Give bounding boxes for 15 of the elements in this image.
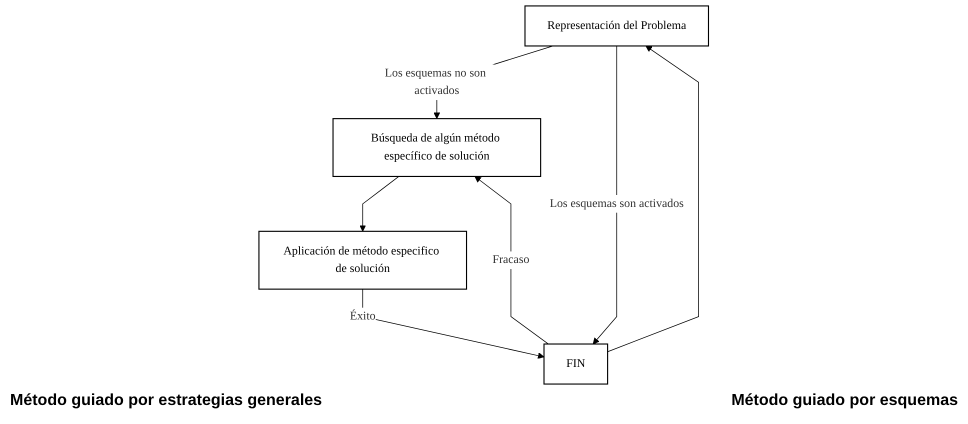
section-caption: Método guiado por estrategias generales — [10, 392, 322, 410]
node-box: Aplicación de método especifico de solución — [258, 230, 468, 290]
node-box: FIN — [544, 343, 608, 385]
arrow — [593, 46, 618, 344]
edge-label: Los esquemas son activados — [550, 197, 684, 210]
arrow — [608, 46, 700, 352]
edge-label: Éxito — [350, 310, 376, 323]
arrow — [360, 176, 400, 232]
node-box: Búsqueda de algún método específico de solución — [332, 118, 542, 178]
node-box: Representación del Problema — [524, 5, 710, 47]
edge-label: Los esquemas no son activados — [385, 66, 486, 98]
arrow — [474, 176, 550, 344]
arrow — [362, 288, 545, 359]
section-caption: Método guiado por esquemas — [731, 392, 958, 410]
edge-label: Fracaso — [492, 254, 530, 266]
